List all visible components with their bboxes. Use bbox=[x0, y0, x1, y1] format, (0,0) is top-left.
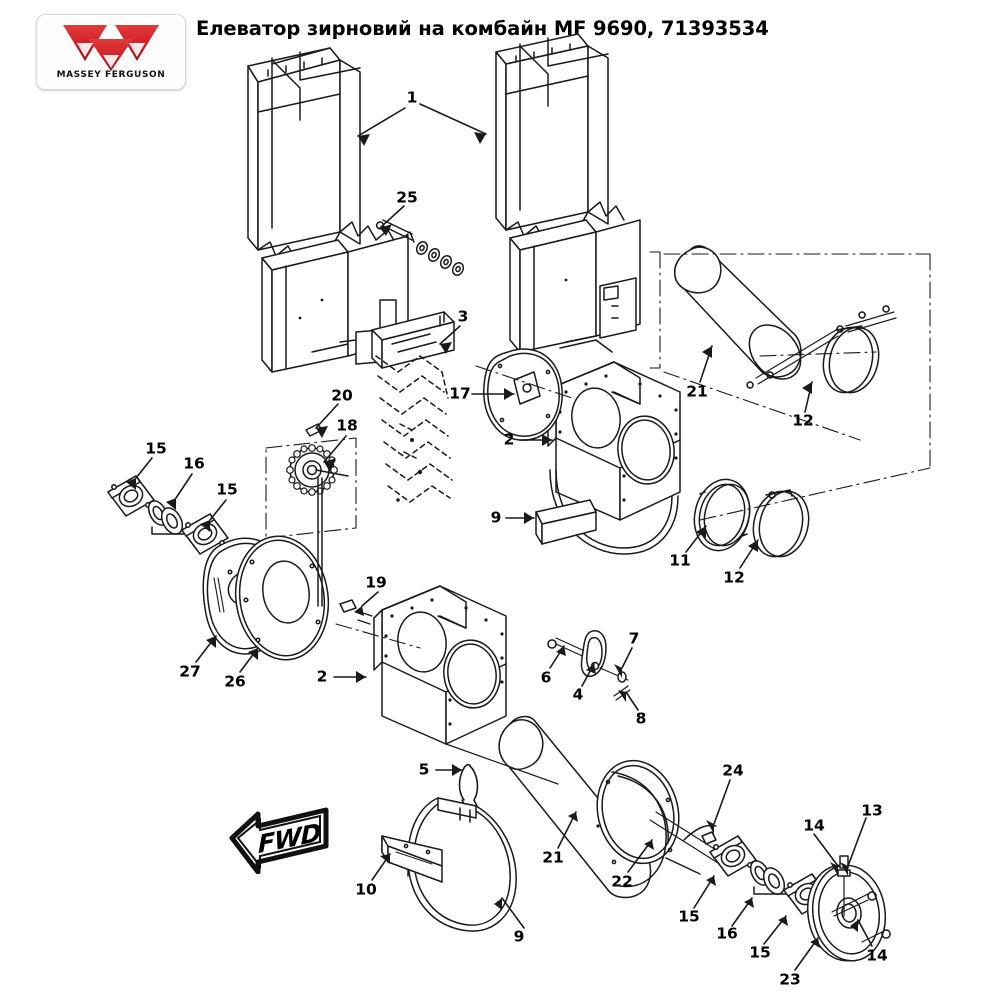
callout-number-9b: 9 bbox=[513, 927, 525, 946]
callout-number-10: 10 bbox=[355, 880, 377, 899]
end-disc-26 bbox=[234, 535, 330, 661]
callout-number-15c: 15 bbox=[678, 907, 700, 926]
sprocket-detail-frame bbox=[265, 437, 357, 539]
callout-number-21a: 21 bbox=[686, 382, 708, 401]
trough-9-lower bbox=[407, 797, 517, 932]
cylinder-21-lower bbox=[445, 715, 652, 899]
callout-number-16a: 16 bbox=[183, 454, 205, 473]
fwd-arrow-icon bbox=[229, 807, 329, 875]
clamp-band-12-lower bbox=[752, 489, 810, 558]
elevator-housing-upper-left bbox=[247, 47, 409, 263]
callout-number-14b: 14 bbox=[866, 946, 888, 965]
leader-arrowheads bbox=[126, 132, 858, 948]
callout-number-4: 4 bbox=[572, 685, 584, 704]
massey-ferguson-logo: MASSEY FERGUSON bbox=[36, 14, 186, 90]
callout-number-2b: 2 bbox=[316, 667, 328, 686]
hidden-hardware-dots bbox=[396, 438, 423, 502]
callout-number-26: 26 bbox=[224, 672, 246, 691]
handle-5 bbox=[458, 763, 479, 809]
callout-number-18: 18 bbox=[336, 416, 358, 435]
callout-number-21b: 21 bbox=[542, 848, 564, 867]
round-cover-17 bbox=[483, 348, 563, 441]
callout-number-25: 25 bbox=[396, 188, 418, 207]
flange-bearing-15-c bbox=[709, 835, 757, 877]
hidden-hardware-cluster bbox=[375, 355, 453, 503]
callout-number-3: 3 bbox=[457, 307, 469, 326]
callout-number-11: 11 bbox=[669, 551, 691, 570]
callout-number-27: 27 bbox=[179, 662, 201, 681]
page-title: Елеватор зирновий на комбайн MF 9690, 71… bbox=[196, 17, 769, 40]
callout-number-24: 24 bbox=[722, 761, 744, 780]
auger-flighting-22 bbox=[596, 759, 733, 888]
callout-number-1: 1 bbox=[406, 88, 418, 107]
elevator-housing-lower-right bbox=[509, 219, 641, 353]
bearing-16-b bbox=[749, 860, 789, 895]
callout-number-5: 5 bbox=[418, 760, 430, 779]
center-housing-2-lower bbox=[373, 585, 507, 745]
latch-hardware bbox=[547, 630, 631, 701]
fwd-direction-indicator: FWD bbox=[228, 802, 332, 875]
callout-number-19: 19 bbox=[365, 573, 387, 592]
bearing-16-a bbox=[147, 500, 187, 535]
callout-number-7: 7 bbox=[628, 629, 640, 648]
callout-number-12b: 12 bbox=[723, 568, 745, 587]
clamp-band-12-upper bbox=[746, 305, 897, 394]
key-24 bbox=[701, 831, 717, 845]
callout-number-15a: 15 bbox=[145, 439, 167, 458]
cylinder-21-upper bbox=[674, 245, 802, 380]
logo-wordmark: MASSEY FERGUSON bbox=[56, 70, 166, 80]
callout-number-6: 6 bbox=[540, 668, 552, 687]
callout-number-12a: 12 bbox=[792, 411, 814, 430]
callout-number-20: 20 bbox=[331, 386, 353, 405]
sprocket-shaft bbox=[317, 477, 323, 607]
callout-number-23: 23 bbox=[779, 970, 801, 989]
callout-number-9a: 9 bbox=[490, 508, 502, 527]
elevator-housing-upper-right bbox=[495, 33, 625, 243]
assembly-group-frame-upper bbox=[649, 251, 931, 521]
wear-strip-3 bbox=[371, 311, 455, 369]
callout-number-16b: 16 bbox=[716, 924, 738, 943]
callout-number-14a: 14 bbox=[803, 816, 825, 835]
callout-number-22: 22 bbox=[611, 872, 633, 891]
callout-number-17: 17 bbox=[449, 384, 471, 403]
callout-number-15b: 15 bbox=[216, 480, 238, 499]
callout-number-2a: 2 bbox=[503, 430, 515, 449]
trough-9-upper bbox=[535, 499, 597, 545]
callout-number-15d: 15 bbox=[749, 943, 771, 962]
callout-number-8: 8 bbox=[635, 709, 647, 728]
leader-lines bbox=[135, 103, 873, 971]
flange-bearing-15-b bbox=[181, 513, 229, 555]
triple-triangle-icon bbox=[63, 25, 159, 71]
pin-19 bbox=[339, 599, 373, 625]
callout-number-13: 13 bbox=[861, 801, 883, 820]
sprocket-18 bbox=[286, 444, 349, 496]
